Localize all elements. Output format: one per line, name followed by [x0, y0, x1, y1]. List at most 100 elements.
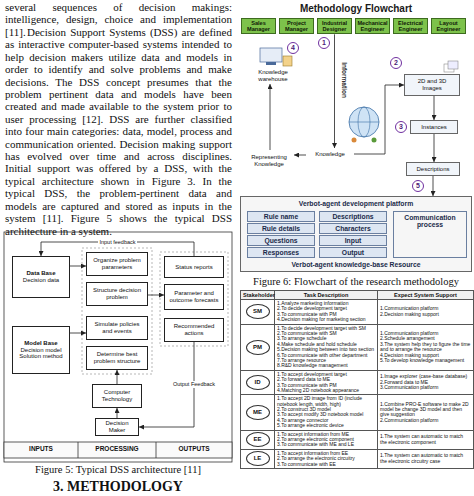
rule-cell: Rule name: [247, 211, 315, 222]
node-title: Model Base: [24, 340, 57, 347]
table-header: Task Description: [277, 292, 375, 298]
node-title: EE: [247, 433, 269, 446]
node-title: Descriptions: [320, 213, 386, 220]
stakeholder-oval: SM: [246, 304, 270, 319]
node-title: Communication process: [394, 214, 466, 229]
warehouse-monitor: [260, 48, 282, 62]
support-cell: 1.Communication platform2.Schedule arran…: [378, 324, 474, 370]
task-cell: 1.Analyze marketing information2.To deci…: [275, 300, 378, 325]
connector-arrow: [434, 134, 435, 162]
figure-caption: Figure 6: Flowchart of the research meth…: [238, 276, 474, 289]
stakeholder-cell: EE: [241, 430, 275, 449]
figure-caption: Figure 5: Typical DSS architecture [11]: [4, 464, 232, 477]
role-box: Layout Engineer: [431, 18, 466, 34]
person-icon: [352, 138, 357, 143]
task-cell: 1.To accept development target2.To forwa…: [275, 370, 378, 395]
stakeholder-cell: PM: [241, 324, 275, 370]
node-title: Parameter and outcome forecasts: [167, 290, 221, 304]
node-title: Simulate policies and events: [89, 321, 145, 335]
node-title: PM: [247, 341, 269, 354]
knowledge-globe: [349, 107, 379, 137]
globe-equator: [349, 122, 379, 123]
description-node: Descriptions: [406, 162, 460, 176]
callout-number: 1: [318, 37, 330, 49]
connector-arrow: [117, 408, 118, 418]
table-item: 2.Decision making support: [380, 312, 471, 317]
column-label: PROCESSING: [78, 446, 156, 453]
column-band: [4, 442, 232, 458]
table-item: 5.To arrange electronic device: [277, 423, 375, 428]
node-title: Input: [320, 237, 386, 244]
table-item: 1.The system can automatic to match the …: [380, 434, 471, 445]
table-item: 1.Combine PRO-E software to make 2D mode…: [380, 402, 471, 418]
connector-arrow: [70, 333, 86, 334]
table-row: PM 1.To decide development target with SM…: [241, 324, 474, 370]
header-cell: Expect System Support: [378, 291, 474, 300]
connector-arrow: [148, 295, 164, 296]
node-title: Structure decision problem: [89, 287, 145, 301]
node-title: Electrical Engineer: [395, 20, 426, 32]
connector-arrow: [334, 34, 335, 148]
node-title: Knowledge: [315, 151, 345, 158]
instance-node: Instances: [410, 120, 458, 134]
knowledge-node: Knowledge: [306, 148, 354, 160]
communication-box: Communication process: [393, 211, 467, 258]
platform-panel: Verbot-agent development platformVerbot-…: [240, 196, 472, 272]
role-box: Sales Manager: [241, 18, 276, 34]
node-title: Representing Knowledge: [245, 154, 293, 168]
stakeholder-table: StakeholderTask DescriptionExpect System…: [240, 290, 474, 469]
decision-maker-box: Decision Maker: [95, 418, 139, 436]
processing-group: [82, 248, 152, 374]
figure-title: Methodology Flowchart: [240, 3, 472, 14]
edge-label: Input feedback: [98, 239, 136, 245]
output-box: Parameter and outcome forecasts: [164, 284, 224, 310]
rule-cell: Characters: [319, 223, 387, 234]
task-cell: 1.To accept information from ME2.To arra…: [275, 430, 378, 449]
header-cell: Stakeholder: [241, 291, 275, 300]
warehouse-books: [283, 56, 292, 66]
node-title: ID: [247, 376, 269, 389]
stakeholder-oval: ME: [246, 405, 270, 420]
node-title: Recommended actions: [167, 323, 221, 337]
node-title: Instances: [421, 124, 447, 131]
table-item: 4.Matching 2D notebook appearance: [277, 388, 375, 393]
node-body: Decision model Solution method: [15, 347, 67, 361]
connector-arrow: [434, 96, 435, 120]
task-cell: 1.To accept 2D image from ID (include no…: [275, 395, 378, 430]
node-title: Layout Engineer: [433, 20, 464, 32]
rule-cell: Output: [319, 247, 387, 258]
callout-number: 5: [412, 180, 424, 192]
technology-box: Computer Technology: [92, 384, 142, 408]
process-box: Determine best problem structure: [86, 346, 148, 370]
flow-label: Information: [340, 55, 348, 105]
node-title: Rule details: [248, 225, 314, 232]
output-box: Recommended actions: [164, 318, 224, 342]
node-title: Determine best problem structure: [89, 351, 145, 365]
node-title: Knowledge warehouse: [247, 69, 299, 83]
table-item: 3.To communicate with ME and LE: [277, 442, 375, 447]
node-title: Status reports: [175, 264, 212, 271]
process-box: Simulate policies and events: [86, 316, 148, 340]
output-box: Status reports: [164, 256, 224, 278]
node-title: Descriptions: [416, 166, 449, 173]
stakeholder-oval: EE: [246, 432, 270, 447]
node-title: Mechanical Engineer: [357, 20, 388, 32]
warehouse-stand: [266, 62, 276, 65]
edge-label: Output Feedback: [172, 381, 216, 387]
support-cell: 1.The system can automatic to match the …: [378, 430, 474, 449]
node-title: Rule name: [248, 213, 314, 220]
table-item: 3.The system help they to figure the tim…: [380, 342, 471, 353]
body-text: Decision Support Systems (DSS) are defin…: [5, 26, 232, 237]
table-item: 1.To accept 2D image from ID (include no…: [277, 396, 375, 407]
rule-cell: Rule details: [247, 223, 315, 234]
connector-arrow: [270, 84, 271, 150]
node-title: Characters: [320, 225, 386, 232]
stakeholder-cell: SM: [241, 300, 275, 325]
connector-arrow: [117, 370, 118, 384]
node-title: SM: [247, 305, 269, 318]
stakeholder-cell: ME: [241, 395, 275, 430]
table-item: 1.The system can automatic to match the …: [380, 453, 471, 464]
table-item: 5.To develop knowledge management: [380, 358, 471, 363]
task-cell: 1.To decide development target with SM2.…: [275, 324, 378, 370]
